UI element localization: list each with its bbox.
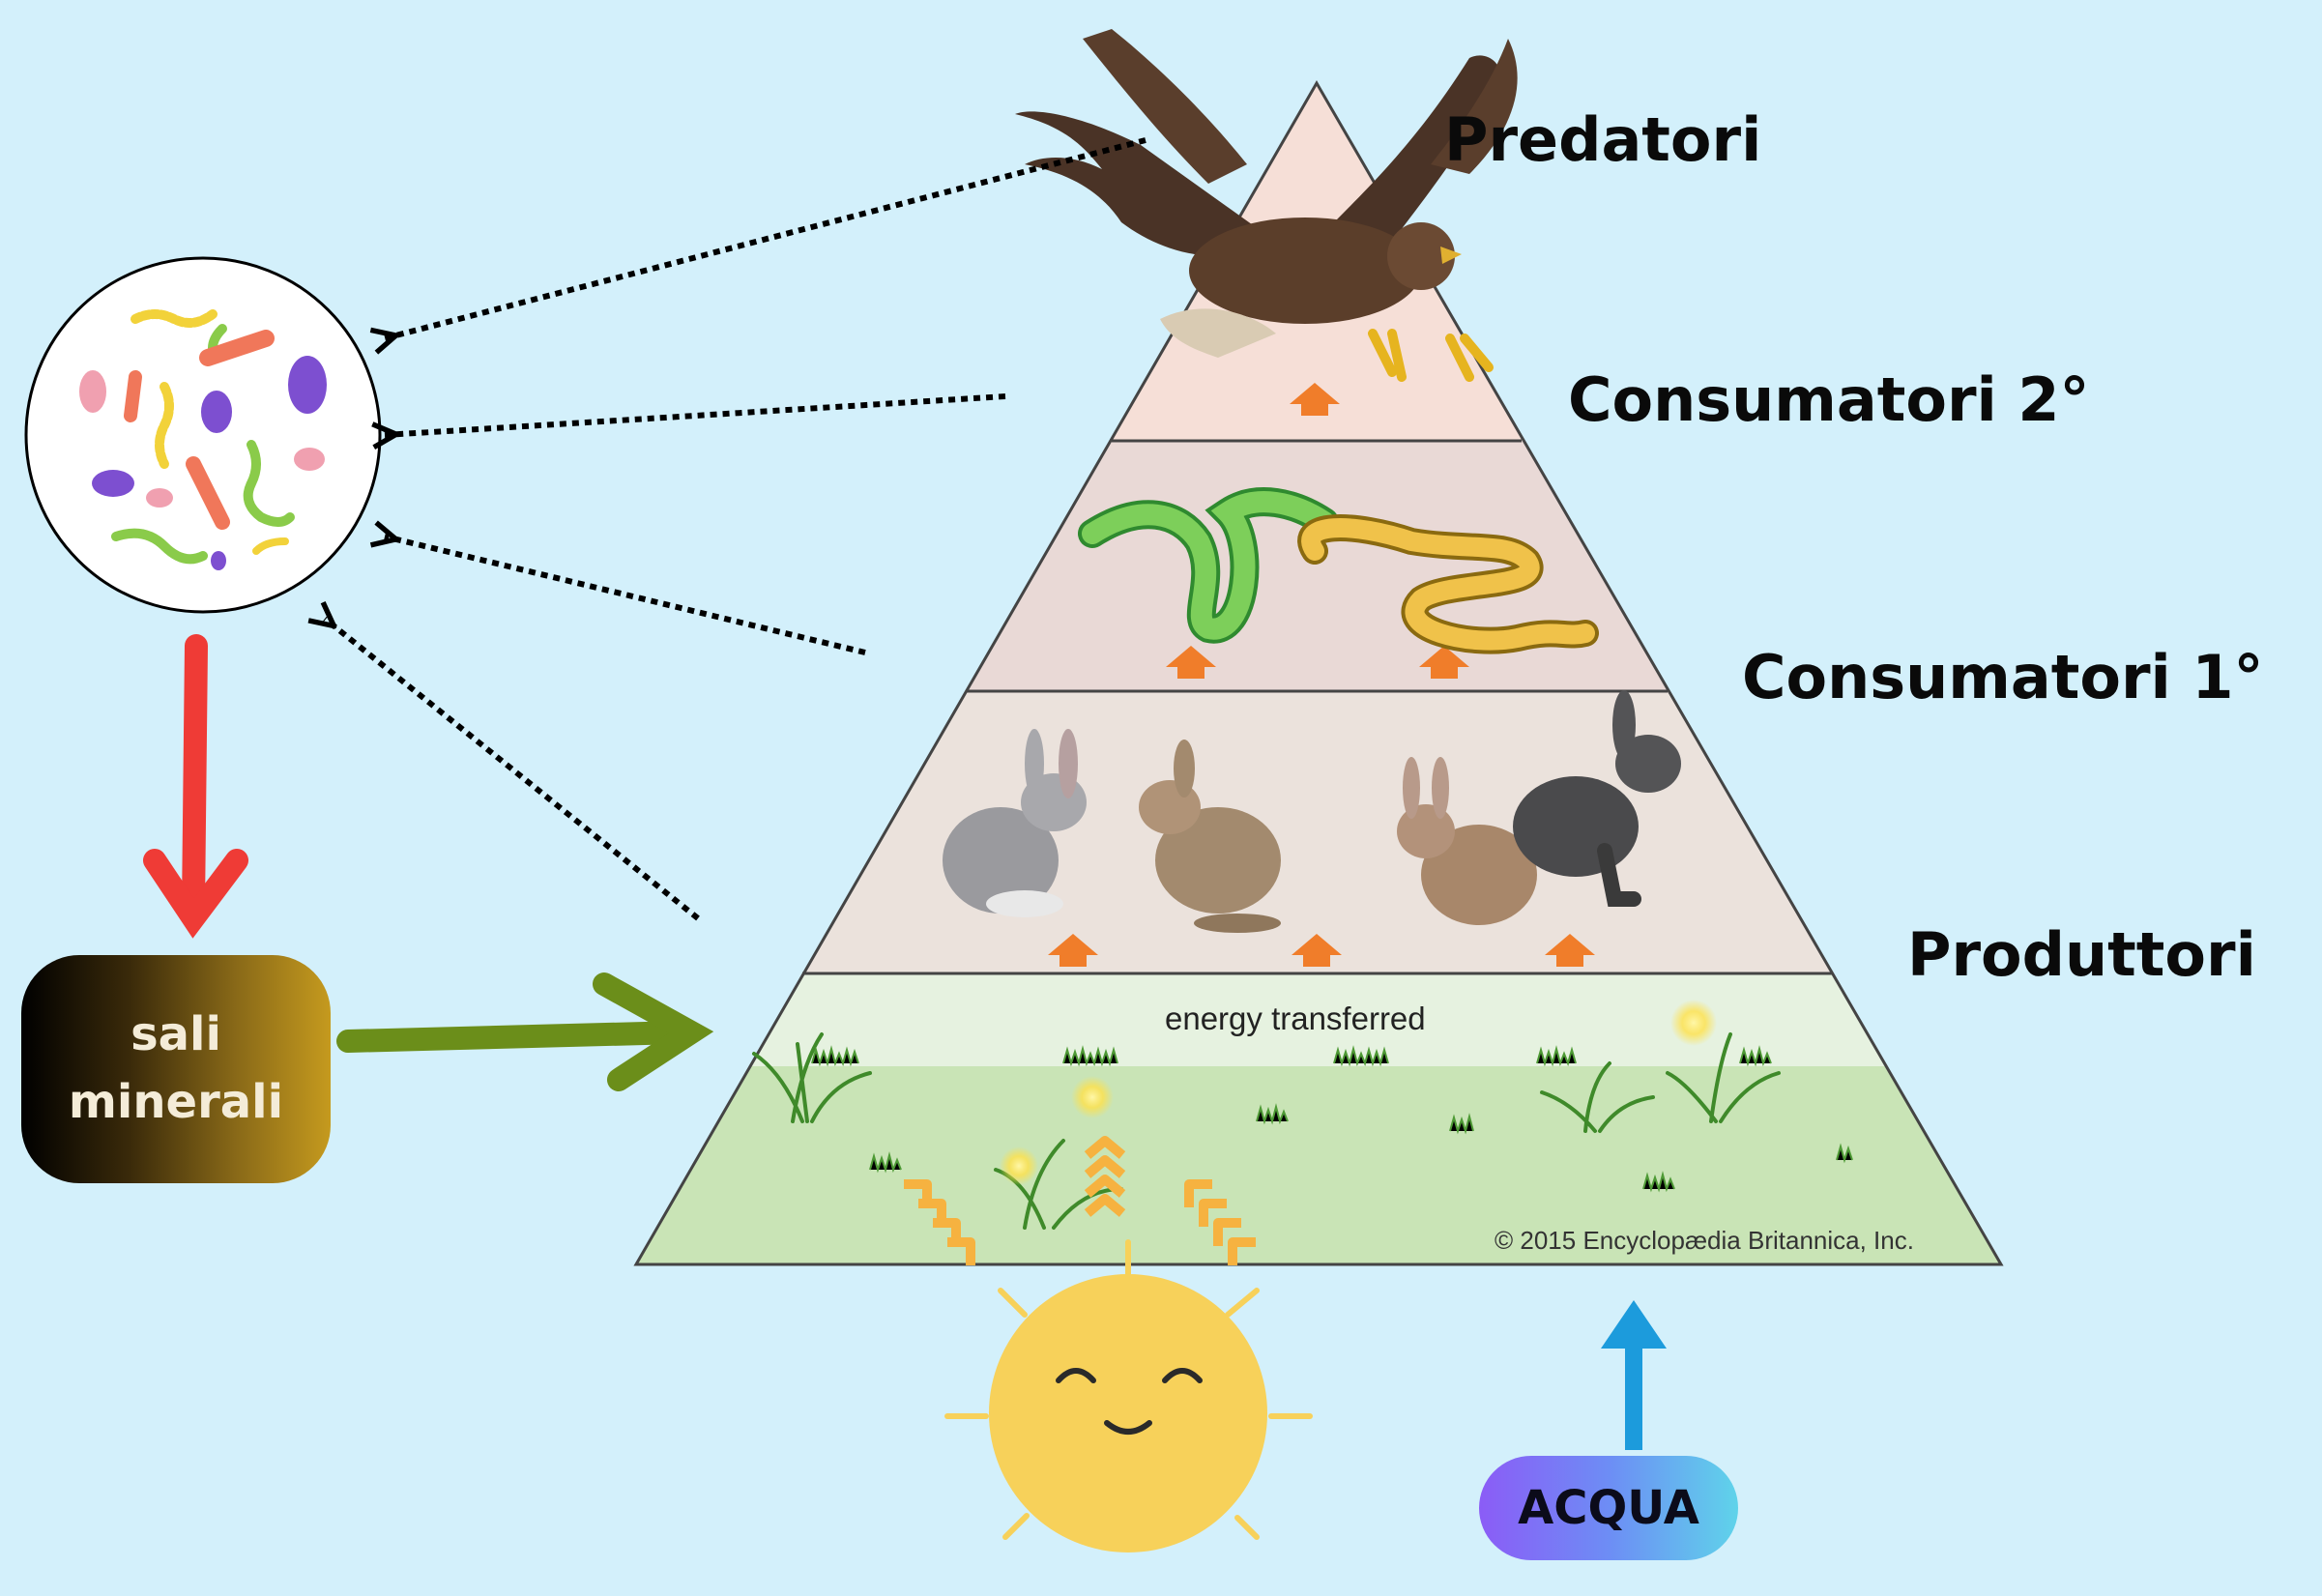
dotted-arrow <box>385 140 1146 338</box>
flower-glow-icon <box>1670 1000 1717 1046</box>
bacteria-icon <box>146 488 173 508</box>
level-label-secondary-consumers: Consumatori 2° <box>1568 370 2090 430</box>
water-box: ACQUA <box>1479 1456 1738 1560</box>
bacteria-icon <box>201 391 232 433</box>
flower-glow-icon <box>1071 1076 1114 1118</box>
dotted-arrow <box>385 396 1005 435</box>
bacteria-icon <box>211 551 226 570</box>
level-label-producers: Produttori <box>1907 925 2256 985</box>
decomposers-circle <box>26 258 380 612</box>
energy-transferred-caption: energy transferred <box>1165 1001 1426 1037</box>
dotted-arrow <box>385 537 865 653</box>
bacteria-icon <box>92 470 134 497</box>
level-label-primary-consumers: Consumatori 1° <box>1742 648 2264 708</box>
copyright-caption: © 2015 Encyclopædia Britannica, Inc. <box>1495 1226 1914 1256</box>
flower-glow-icon <box>1000 1146 1038 1185</box>
mineral-salts-box: sali minerali <box>21 955 331 1183</box>
mineral-salts-label-line2: minerali <box>69 1069 283 1137</box>
level-label-predators: Predatori <box>1444 110 1761 170</box>
bacteria-icon <box>288 356 327 414</box>
water-arrow-up-icon <box>1601 1300 1667 1450</box>
water-label: ACQUA <box>1518 1481 1699 1535</box>
bacteria-icon <box>294 448 325 471</box>
green-arrow-right-icon <box>348 984 691 1080</box>
dotted-arrow <box>325 619 698 918</box>
mineral-salts-label-line1: sali <box>131 1001 221 1069</box>
red-arrow-down-icon <box>155 646 237 918</box>
bacteria-icon <box>79 370 106 413</box>
